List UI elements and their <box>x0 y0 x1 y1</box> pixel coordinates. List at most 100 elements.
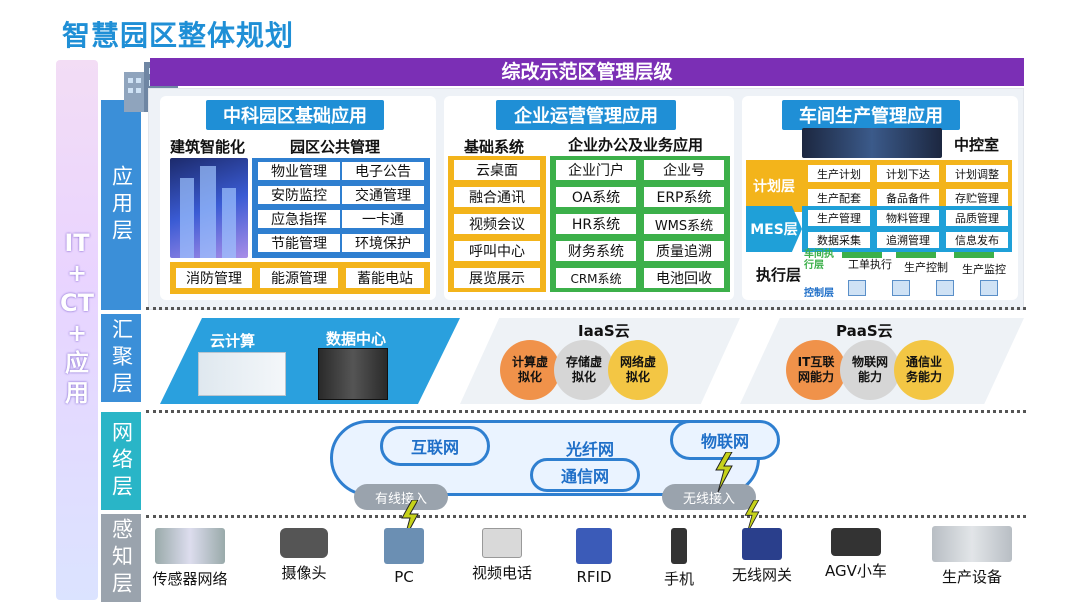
park-bottom-2: 能源管理 <box>258 266 340 290</box>
plan-layer-label: 计划层 <box>746 160 802 212</box>
park-item-8: 环境保护 <box>340 232 426 254</box>
exec-item-3: 生产监控 <box>962 263 1006 276</box>
office-label: 企业办公及业务应用 <box>568 136 704 154</box>
it-ct-label: IT + CT + 应 用 <box>56 228 98 408</box>
device-video-phone: 视频电话 <box>466 528 538 583</box>
device-sensor-network: 传感器网络 <box>148 528 232 589</box>
separator <box>146 515 1026 518</box>
office-item-9: CRM系统 <box>554 266 638 290</box>
device-phone: 手机 <box>654 528 704 589</box>
plan-item-6: 存贮管理 <box>944 187 1010 208</box>
mes-item-3: 品质管理 <box>944 208 1010 228</box>
data-center-label: 数据中心 <box>326 330 387 348</box>
enterprise-section: 企业运营管理应用 基础系统 企业办公及业务应用 云桌面 融合通讯 视频会议 呼叫… <box>444 96 734 300</box>
wireless-access: 无线接入 <box>662 484 756 510</box>
exec-item-2: 生产控制 <box>904 261 948 274</box>
office-item-2: 企业号 <box>642 158 726 182</box>
controller-icon <box>936 280 954 296</box>
it-ct-line: 应 <box>65 349 89 377</box>
mes-item-2: 物料管理 <box>875 208 941 228</box>
gateway-icon <box>742 528 782 560</box>
separator <box>146 410 1026 413</box>
exec-small-label: 车间执行层 <box>804 249 834 271</box>
park-bottom-3: 蓄能电站 <box>344 266 426 290</box>
controller-icon <box>892 280 910 296</box>
building-label: 建筑智能化 <box>170 138 246 156</box>
office-item-3: OA系统 <box>554 185 638 209</box>
separator <box>146 307 1026 310</box>
exec-item-1: 工单执行 <box>848 258 892 271</box>
building-image <box>170 158 248 258</box>
park-section: 中科园区基础应用 建筑智能化 园区公共管理 物业管理 电子公告 安防监控 交通管… <box>160 96 436 300</box>
park-item-1: 物业管理 <box>256 160 342 182</box>
page-title: 智慧园区整体规划 <box>62 19 295 52</box>
park-title: 中科园区基础应用 <box>206 100 384 130</box>
iaas-circle-1: 计算虚拟化 <box>500 340 560 400</box>
device-label: AGV小车 <box>825 562 887 580</box>
it-ct-line: + <box>66 319 88 347</box>
pc-icon <box>384 528 424 564</box>
office-item-8: 质量追溯 <box>642 239 726 263</box>
it-ct-line: IT <box>64 229 90 257</box>
device-label: 无线网关 <box>731 566 792 584</box>
layer-aggregation: 汇聚层 <box>101 314 141 402</box>
production-equipment-icon <box>932 526 1012 562</box>
internet-cloud: 互联网 <box>380 426 490 466</box>
control-room-image <box>802 128 942 158</box>
public-label: 园区公共管理 <box>290 138 381 156</box>
paas-circle-2: 物联网能力 <box>840 340 900 400</box>
controller-icon <box>980 280 998 296</box>
paas-circle-3: 通信业务能力 <box>894 340 954 400</box>
device-wireless-gateway: 无线网关 <box>726 528 798 585</box>
video-phone-icon <box>482 528 522 558</box>
layer-sense: 感知层 <box>101 514 141 602</box>
device-camera: 摄像头 <box>272 528 336 583</box>
sensor-network-icon <box>155 528 225 564</box>
base-label: 基础系统 <box>464 138 525 156</box>
server-rack-image <box>318 348 388 400</box>
plan-item-3: 计划调整 <box>944 163 1010 184</box>
it-ct-line: 用 <box>65 379 89 407</box>
it-ct-bar: IT + CT + 应 用 <box>56 60 98 600</box>
device-production: 生产设备 <box>928 526 1016 587</box>
exec-arrow-1 <box>842 252 882 258</box>
device-pc: PC <box>372 528 436 586</box>
device-rfid: RFID <box>566 528 622 586</box>
device-label: PC <box>394 568 414 586</box>
paas-title: PaaS云 <box>836 322 893 340</box>
office-item-7: 财务系统 <box>554 239 638 263</box>
rfid-icon <box>576 528 612 564</box>
device-label: 手机 <box>663 570 694 588</box>
telecom-cloud: 通信网 <box>530 458 640 492</box>
paas-circle-1: IT互联网能力 <box>786 340 846 400</box>
exec-arrow-3 <box>954 252 994 258</box>
exec-layer-label: 执行层 <box>756 266 802 284</box>
park-bottom-1: 消防管理 <box>174 266 254 290</box>
office-item-10: 电池回收 <box>642 266 726 290</box>
device-label: RFID <box>576 568 612 586</box>
controller-icon <box>848 280 866 296</box>
agv-icon <box>831 528 881 556</box>
cloud-compute-label: 云计算 <box>210 332 256 350</box>
lightning-icon <box>740 499 764 535</box>
lightning-icon <box>712 451 736 493</box>
it-ct-line: CT <box>60 289 94 317</box>
device-label: 视频电话 <box>471 564 532 582</box>
park-item-3: 安防监控 <box>256 184 342 206</box>
iaas-circle-2: 存储虚拟化 <box>554 340 614 400</box>
plan-item-2: 计划下达 <box>875 163 941 184</box>
base-item-2: 融合通讯 <box>452 185 542 209</box>
top-banner: 综改示范区管理层级 <box>150 58 1024 86</box>
mes-item-6: 信息发布 <box>944 230 1010 250</box>
office-item-6: WMS系统 <box>642 212 726 236</box>
workshop-section: 车间生产管理应用 中控室 计划层 生产计划 计划下达 计划调整 生产配套 备品备… <box>742 96 1018 300</box>
device-label: 传感器网络 <box>152 570 228 588</box>
layer-network: 网络层 <box>101 412 141 510</box>
base-item-3: 视频会议 <box>452 212 542 236</box>
mes-layer-label: MES层 <box>746 206 802 252</box>
control-room-label: 中控室 <box>954 136 1000 154</box>
office-item-1: 企业门户 <box>554 158 638 182</box>
iaas-circle-3: 网络虚拟化 <box>608 340 668 400</box>
park-item-6: 一卡通 <box>340 208 426 230</box>
exec-arrow-2 <box>896 252 936 258</box>
